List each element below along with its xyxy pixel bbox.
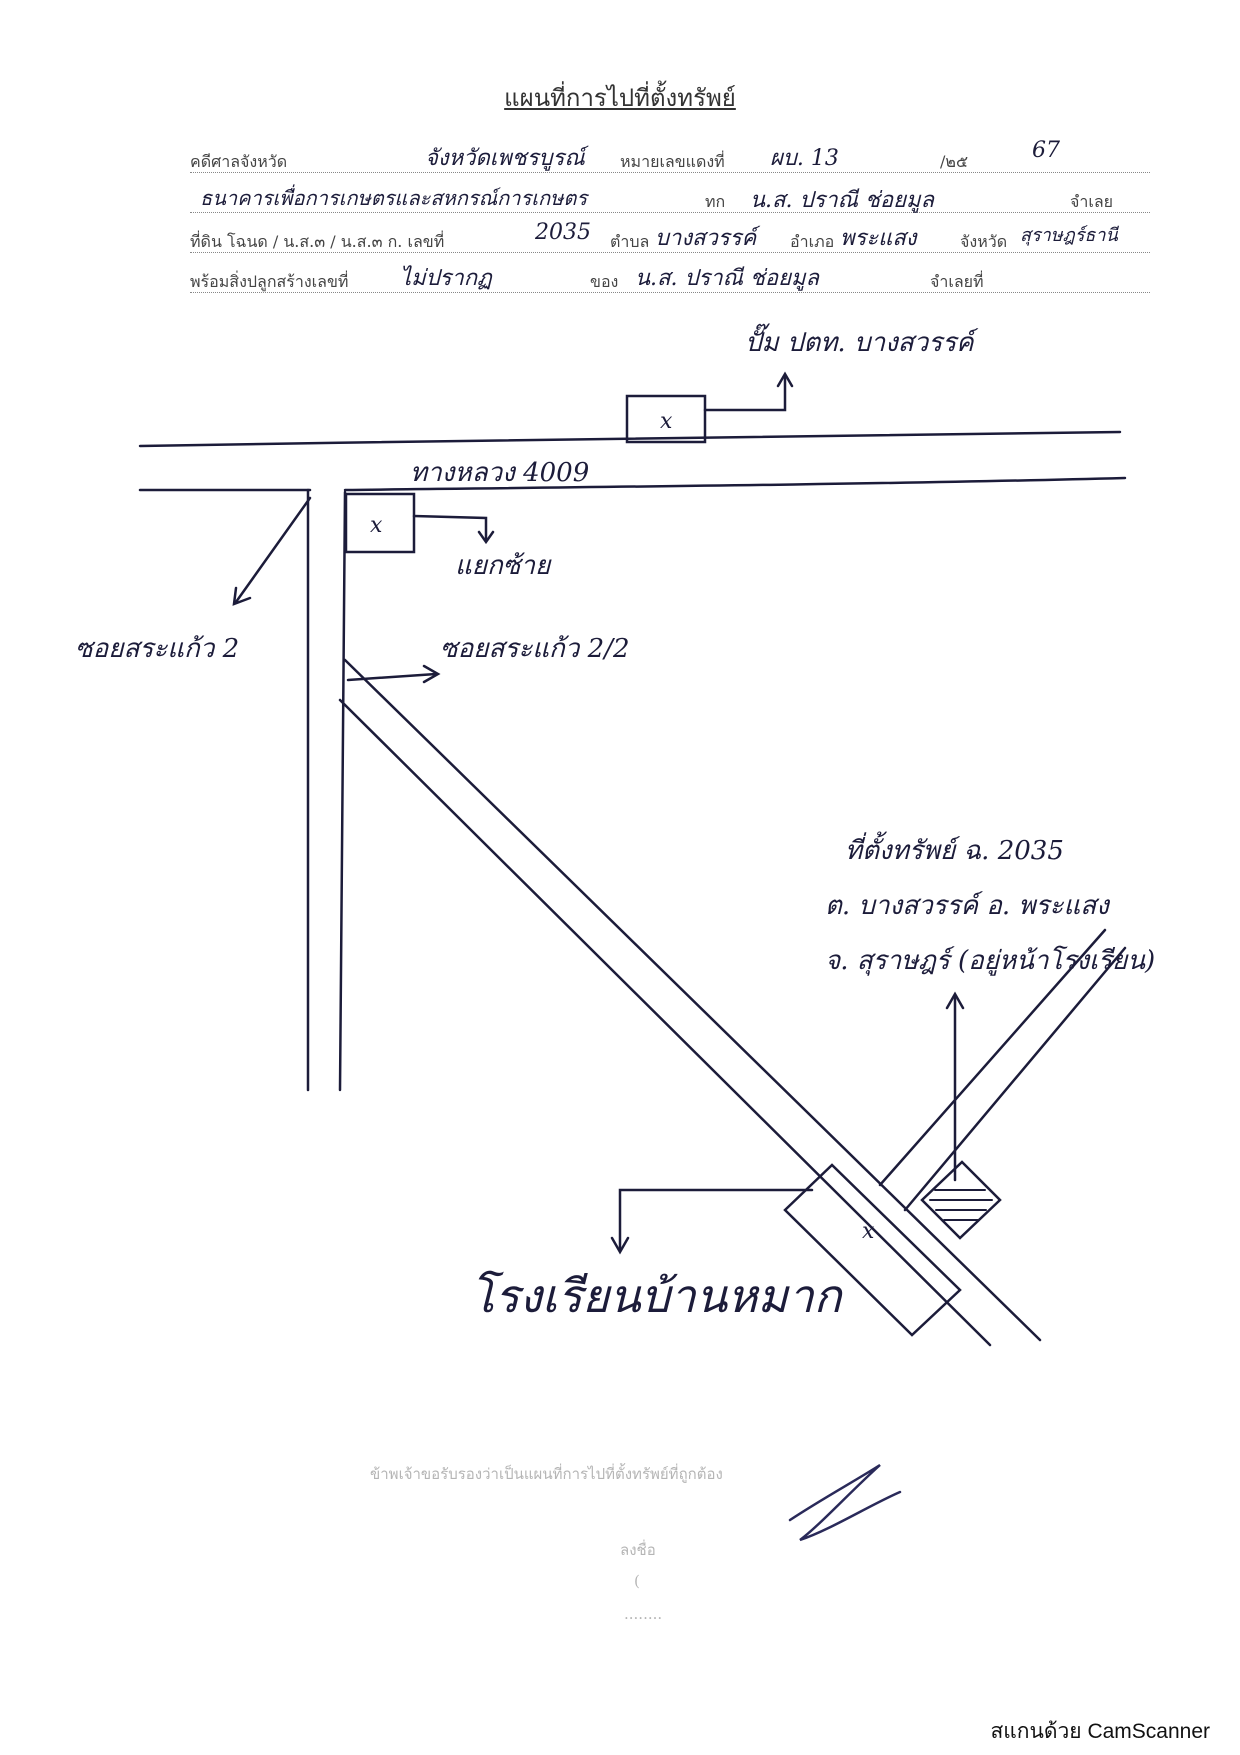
land-label: ที่ดิน โฉนด / น.ส.๓ / น.ส.๓ ก. เลขที่ <box>190 232 445 251</box>
shop-x-mark: x <box>370 513 383 538</box>
highway-top-edge <box>138 430 1122 448</box>
sign-paren: ( <box>634 1572 640 1590</box>
owner-label: ของ <box>590 272 619 291</box>
gas-station-leader <box>703 374 787 412</box>
form-line-building: พร้อมสิ่งปลูกสร้างเลขที่ ไม่ปรากฏ ของ น.… <box>190 262 1150 293</box>
school-x-mark: x <box>862 1219 875 1244</box>
court-value: จังหวัดเพชรบูรณ์ <box>425 146 585 171</box>
year-value: 67 <box>1032 138 1060 163</box>
property-note-line-1: ที่ตั้งทรัพย์ ฉ. 2035 <box>845 836 1064 866</box>
scanner-watermark: สแกนด้วย CamScanner <box>990 1720 1210 1743</box>
diag-alley-arrow <box>346 672 438 682</box>
school-leader <box>618 1188 814 1252</box>
property-arrow-head <box>945 991 965 1010</box>
court-label: คดีศาลจังหวัด <box>190 152 288 171</box>
gas-station-arrow-head <box>776 371 794 388</box>
sign-label: ลงชื่อ <box>620 1541 656 1559</box>
property-plot <box>920 1160 1002 1240</box>
right-road-upper-edge <box>903 946 1127 1212</box>
school-building <box>783 1163 962 1337</box>
land-number: 2035 <box>535 220 591 245</box>
left-alley-label: ซอยสระแก้ว 2 <box>75 634 240 664</box>
subdistrict-value: บางสวรรค์ <box>655 226 757 251</box>
shop-arrow-head <box>477 530 495 545</box>
shop-label: แยกซ้าย <box>455 551 551 581</box>
form-line-court: คดีศาลจังหวัด จังหวัดเพชรบูรณ์ หมายเลขแด… <box>190 138 1150 173</box>
shop-leader <box>412 514 488 542</box>
district-value: พระแสง <box>840 226 917 251</box>
left-alley-arrow-head <box>232 586 252 606</box>
building-value: ไม่ปรากฏ <box>400 266 492 291</box>
left-alley-right-edge <box>338 490 347 1092</box>
plaintiff-value: ธนาคารเพื่อการเกษตรและสหกรณ์การเกษตร <box>200 186 588 210</box>
province-value: สุราษฎร์ธานี <box>1020 225 1118 246</box>
gas-station-box <box>625 394 707 444</box>
property-note-line-2: ต. บางสวรรค์ อ. พระแสง <box>825 891 1109 921</box>
property-hatch <box>929 1189 993 1221</box>
property-note-line-3: จ. สุราษฎร์ (อยู่หน้าโรงเรียน) <box>825 946 1156 976</box>
building-label: พร้อมสิ่งปลูกสร้างเลขที่ <box>190 272 349 291</box>
school-arrow-head <box>610 1236 630 1255</box>
district-label: อำเภอ <box>790 232 835 251</box>
form-line-land: ที่ดิน โฉนด / น.ส.๓ / น.ส.๓ ก. เลขที่ 20… <box>190 220 1150 253</box>
owner-value: น.ส. ปราณี ช่อยมูล <box>635 266 820 291</box>
shop-box <box>344 492 416 554</box>
form-line-parties: ธนาคารเพื่อการเกษตรและสหกรณ์การเกษตร ทก … <box>190 182 1150 213</box>
red-number-value: ผบ. 13 <box>770 146 839 171</box>
page-title: แผนที่การไปที่ตั้งทรัพย์ <box>504 84 736 112</box>
defendant-name: น.ส. ปราณี ช่อยมูล <box>750 188 935 213</box>
defendant-label: จำเลย <box>1070 192 1114 211</box>
diagonal-alley-top-edge <box>343 658 1042 1342</box>
gas-station-x-mark: x <box>660 409 673 434</box>
signature-mark <box>788 1463 902 1542</box>
school-label: โรงเรียนบ้านหมาก <box>470 1269 842 1323</box>
line2-mid: ทก <box>705 192 726 211</box>
diag-alley-arrow-head <box>422 664 441 684</box>
diagonal-alley-label: ซอยสระแก้ว 2/2 <box>440 634 630 664</box>
red-number-label: หมายเลขแดงที่ <box>620 152 725 171</box>
subdistrict-label: ตำบล <box>610 232 650 251</box>
left-alley-arrow <box>234 496 312 604</box>
year-prefix: /๒๕ <box>940 152 969 171</box>
gas-station-note: ปั๊ม ปตท. บางสวรรค์ <box>745 328 974 358</box>
defendant-number-label: จำเลยที่ <box>930 272 984 291</box>
highway-bottom-edge <box>138 476 1127 492</box>
highway-label: ทางหลวง 4009 <box>410 458 590 488</box>
sign-dots: ........ <box>624 1605 663 1623</box>
right-road-lower-edge <box>878 928 1107 1187</box>
province-label: จังหวัด <box>960 232 1008 251</box>
certification-statement: ข้าพเจ้าขอรับรองว่าเป็นแผนที่การไปที่ตั้… <box>370 1465 723 1483</box>
diagonal-alley-bottom-edge <box>338 698 992 1347</box>
